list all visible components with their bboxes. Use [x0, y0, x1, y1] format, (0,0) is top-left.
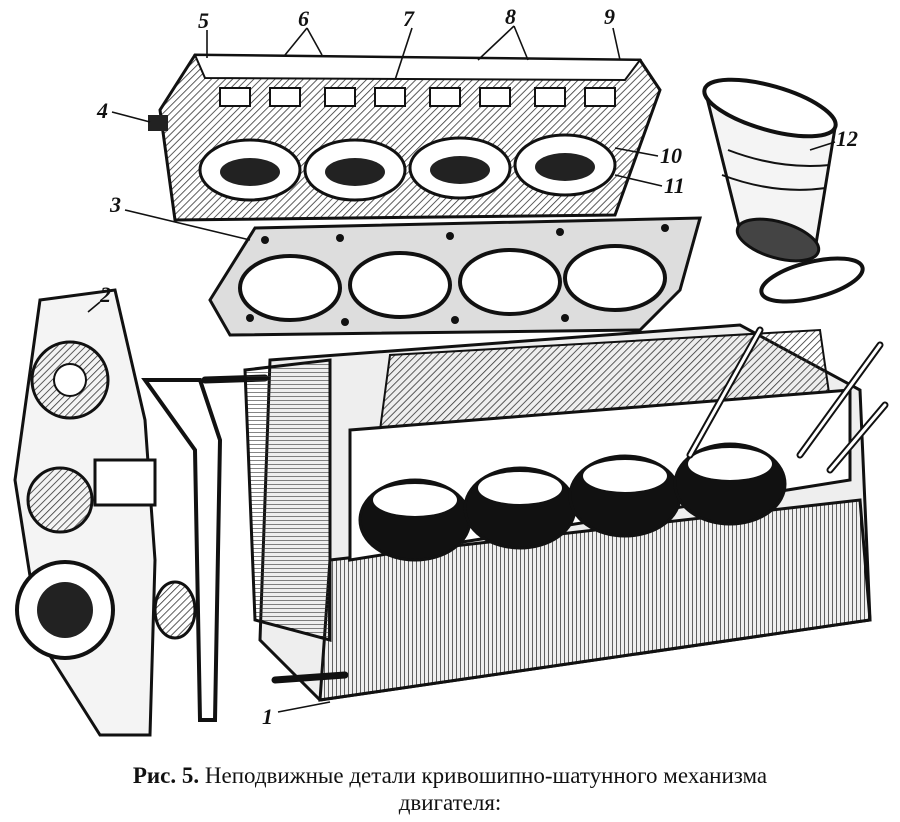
- callout-6: 6: [298, 6, 309, 31]
- cylinder-block: [201, 323, 889, 702]
- caption-title: Неподвижные детали кривошипно-шатунного …: [204, 763, 768, 788]
- timing-cover: [13, 288, 223, 737]
- callout-5: 5: [198, 8, 209, 33]
- caption-figure-label: Рис. 5.: [132, 763, 200, 788]
- figure-caption: Рис. 5. Неподвижные детали кривошипно-ша…: [0, 762, 900, 816]
- head-gasket: [208, 216, 702, 337]
- callout-1: 1: [262, 704, 273, 729]
- callout-3: 3: [109, 192, 121, 217]
- leader-lines: [87, 25, 836, 713]
- callout-numbers: 1 2 3 4 5 6 7 8 9 10 11 12: [96, 4, 858, 729]
- callout-9: 9: [604, 4, 615, 29]
- engine-exploded-view: 1 2 3 4 5 6 7 8 9 10 11 12: [13, 4, 889, 737]
- callout-12: 12: [836, 126, 858, 151]
- callout-4: 4: [96, 98, 108, 123]
- liner-seal-ring: [759, 256, 865, 304]
- callout-7: 7: [403, 6, 415, 31]
- caption-line-2: двигателя:: [398, 790, 502, 815]
- caption-line-1: Рис. 5. Неподвижные детали кривошипно-ша…: [0, 762, 900, 789]
- cylinder-head: [148, 53, 662, 222]
- callout-10: 10: [660, 143, 682, 168]
- callout-8: 8: [505, 4, 516, 29]
- callout-2: 2: [99, 282, 111, 307]
- callout-11: 11: [664, 173, 685, 198]
- cylinder-liner: [702, 77, 838, 263]
